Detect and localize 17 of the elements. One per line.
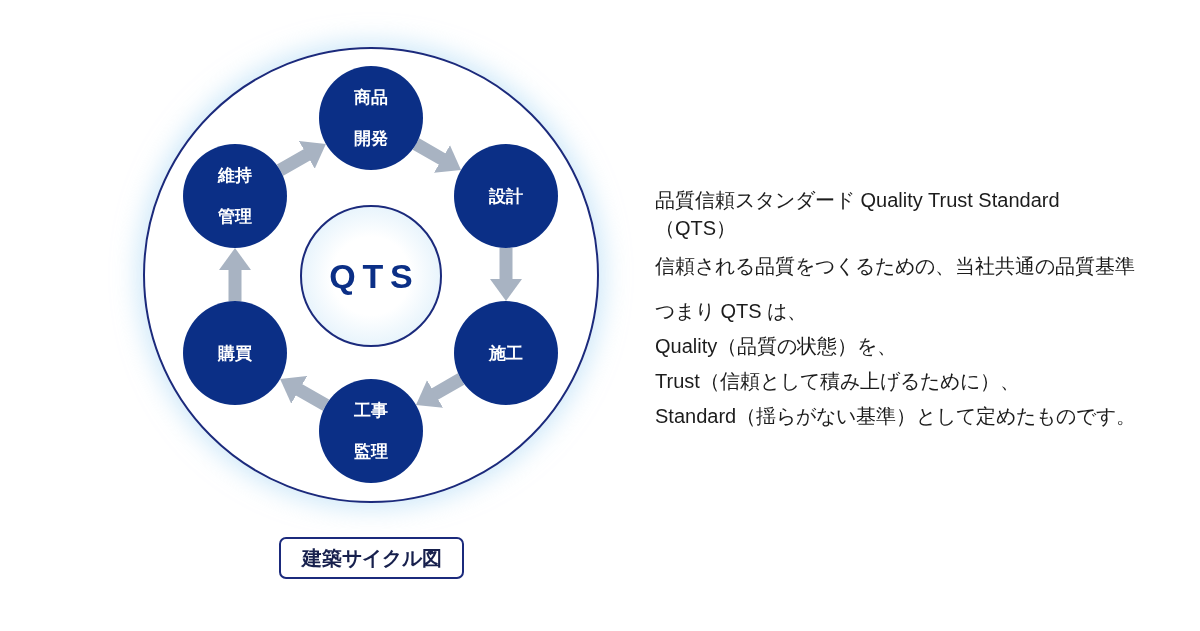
body-text: Standard（揺らがない基準）として定めたものです。: [655, 404, 1137, 429]
step-circle: 商品開発: [319, 66, 423, 170]
step-circle: 設計: [454, 144, 558, 248]
outer-circle: [143, 47, 599, 503]
step-circle: 維持管理: [183, 144, 287, 248]
body-text: Trust（信頼として積み上げるために）、: [655, 369, 1020, 394]
tagline-text: 信頼される品質をつくるための、当社共通の品質基準: [655, 254, 1135, 279]
body-text: Quality（品質の状態）を、: [655, 334, 898, 359]
step-circle: 工事監理: [319, 379, 423, 483]
body-text: つまり QTS は、: [655, 299, 808, 324]
step-circle: 購買: [183, 301, 287, 405]
heading-text: 品質信頼スタンダード Quality Trust Standard（QTS）: [655, 188, 1061, 241]
caption-box: 建築サイクル図: [279, 537, 464, 579]
step-circle: 施工: [454, 301, 558, 405]
arrow: [490, 248, 522, 301]
arrow: [219, 248, 251, 301]
hub-circle: QTS: [300, 205, 442, 347]
